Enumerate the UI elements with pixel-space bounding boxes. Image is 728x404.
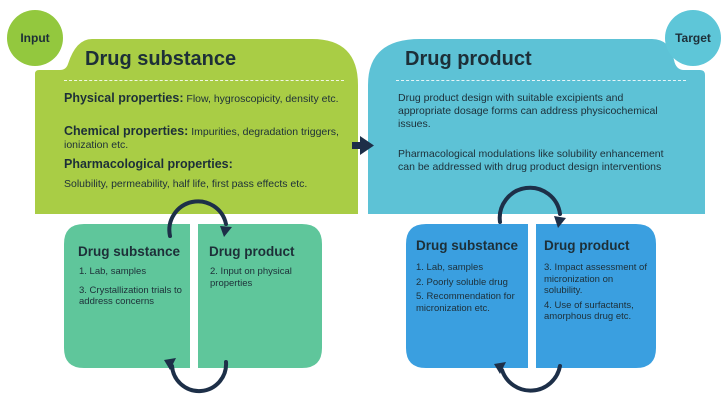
drug-product-para-2: Pharmacological modulations like solubil… [398,148,664,173]
list-item: 3. Crystallization trials to address con… [79,284,182,308]
list-item: 1. Lab, samples [79,266,147,277]
left-cycle-product-box [198,224,322,368]
drug-substance-panel [35,39,358,214]
center-arrow [352,136,374,155]
right-cycle-product-title: Drug product [544,238,630,253]
left-cycle-top-arrowhead [220,226,232,237]
drug-substance-title: Drug substance [85,48,237,70]
list-item: 2. Input on physical properties [210,266,292,289]
right-cycle-product-list: 3. Impact assessment of micronization on… [544,262,652,326]
list-item: 3. Impact assessment of micronization on… [544,262,647,296]
pharmacological-details: Solubility, permeability, half life, fir… [64,178,308,190]
right-cycle-substance-box [406,224,528,368]
input-badge: Input [7,10,63,66]
left-cycle-top-arrow [167,199,228,238]
right-cycle-top-arrow [497,185,562,224]
right-cycle-substance-title: Drug substance [416,238,519,253]
list-item: 2. Poorly soluble drug [416,276,508,288]
left-cycle-product-list: 2. Input on physical properties [210,266,300,296]
list-item: 4. Use of surfactants, amorphous drug et… [544,299,634,323]
left-divider [64,80,344,81]
drug-product-panel [368,39,705,214]
right-cycle-bottom-arrow [500,364,562,393]
left-cycle-substance-list: 1. Lab, samples 3. Crystallization trial… [79,266,183,315]
drug-product-para-1: Drug product design with suitable excipi… [398,92,658,130]
list-item: 1. Lab, samples [416,262,484,273]
right-cycle-product-box [536,224,656,368]
left-cycle-substance-title: Drug substance [78,244,181,259]
pharmacological-properties: Pharmacological properties: [64,157,233,171]
list-item: 5. Recommendation for micronization etc. [416,291,515,314]
left-cycle-substance-box [64,224,190,368]
chemical-properties: Chemical properties: Impurities, degrada… [64,124,339,152]
physical-properties: Physical properties: Flow, hygroscopicit… [64,91,339,106]
left-cycle-product-title: Drug product [209,244,295,259]
drug-product-title: Drug product [405,48,532,70]
left-cycle-bottom-arrowhead [164,358,176,370]
right-divider [396,80,686,81]
right-cycle-bottom-arrowhead [494,362,506,374]
right-cycle-top-arrowhead [554,216,566,228]
right-cycle-substance-list: 1. Lab, samples 2. Poorly soluble drug 5… [416,262,524,317]
left-cycle-bottom-arrow [170,360,229,393]
target-badge: Target [665,10,721,66]
